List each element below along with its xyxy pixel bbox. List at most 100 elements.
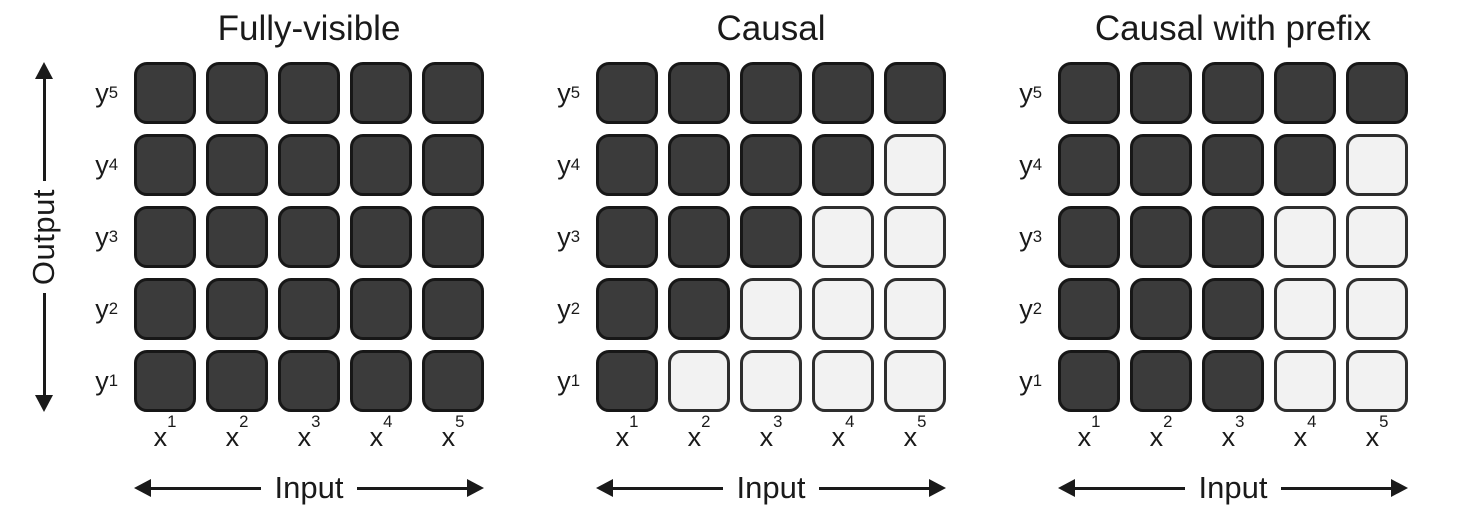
panel-title: Fully-visible	[217, 9, 401, 48]
mask-cell-visible	[278, 62, 340, 124]
input-axis: Input	[1058, 470, 1409, 506]
mask-cell-visible	[668, 62, 730, 124]
mask-cell-visible	[422, 278, 484, 340]
mask-cell-visible	[1274, 134, 1336, 196]
arrow-left-icon	[134, 479, 151, 497]
panel-title: Causal	[716, 9, 826, 48]
input-axis-label: Input	[1198, 470, 1268, 505]
mask-cell-visible	[596, 350, 658, 412]
mask-cell-visible	[740, 206, 802, 268]
panel-title: Causal with prefix	[1094, 9, 1372, 48]
input-axis: Input	[134, 470, 485, 506]
input-axis-label: Input	[736, 470, 806, 505]
mask-cell-visible	[812, 62, 874, 124]
output-axis: Output	[18, 62, 70, 412]
mask-cell-masked	[1274, 206, 1336, 268]
mask-cell-visible	[206, 350, 268, 412]
arrow-left-icon	[596, 479, 613, 497]
output-axis-label: Output	[26, 188, 61, 286]
arrow-left-icon	[1058, 479, 1075, 497]
mask-cell-visible	[1202, 278, 1264, 340]
input-axis: Input	[596, 470, 947, 506]
mask-cell-masked	[740, 350, 802, 412]
mask-cell-visible	[422, 206, 484, 268]
mask-cell-visible	[350, 134, 412, 196]
output-axis-line	[42, 293, 46, 395]
mask-cell-visible	[668, 134, 730, 196]
mask-cell-visible	[278, 206, 340, 268]
mask-cell-masked	[1346, 278, 1408, 340]
mask-cell-visible	[740, 134, 802, 196]
mask-cell-visible	[1202, 206, 1264, 268]
mask-cell-visible	[206, 206, 268, 268]
mask-cell-visible	[1346, 62, 1408, 124]
mask-cell-visible	[884, 62, 946, 124]
mask-cell-masked	[740, 278, 802, 340]
mask-cell-visible	[350, 62, 412, 124]
input-axis-line	[357, 486, 468, 490]
output-axis-line	[42, 79, 46, 181]
arrow-right-icon	[1391, 479, 1409, 497]
mask-cell-masked	[812, 206, 874, 268]
mask-cell-visible	[1130, 278, 1192, 340]
mask-cell-visible	[422, 62, 484, 124]
mask-cell-masked	[884, 134, 946, 196]
mask-cell-visible	[278, 350, 340, 412]
mask-cell-visible	[206, 134, 268, 196]
mask-cell-masked	[1274, 278, 1336, 340]
mask-cell-visible	[1202, 134, 1264, 196]
mask-cell-visible	[812, 134, 874, 196]
arrow-down-icon	[35, 395, 53, 412]
mask-cell-visible	[422, 350, 484, 412]
arrow-right-icon	[467, 479, 485, 497]
mask-cell-visible	[1130, 206, 1192, 268]
mask-cell-visible	[1058, 134, 1120, 196]
mask-grid	[134, 62, 484, 412]
input-axis-line	[819, 486, 930, 490]
mask-cell-masked	[1346, 350, 1408, 412]
mask-cell-visible	[134, 134, 196, 196]
mask-cell-visible	[350, 350, 412, 412]
mask-cell-masked	[1274, 350, 1336, 412]
mask-cell-visible	[1202, 62, 1264, 124]
mask-cell-visible	[422, 134, 484, 196]
arrow-up-icon	[35, 62, 53, 79]
mask-grid	[1058, 62, 1408, 412]
mask-cell-visible	[278, 134, 340, 196]
mask-cell-visible	[134, 206, 196, 268]
mask-cell-visible	[596, 206, 658, 268]
mask-cell-visible	[1058, 278, 1120, 340]
input-axis-line	[1281, 486, 1392, 490]
